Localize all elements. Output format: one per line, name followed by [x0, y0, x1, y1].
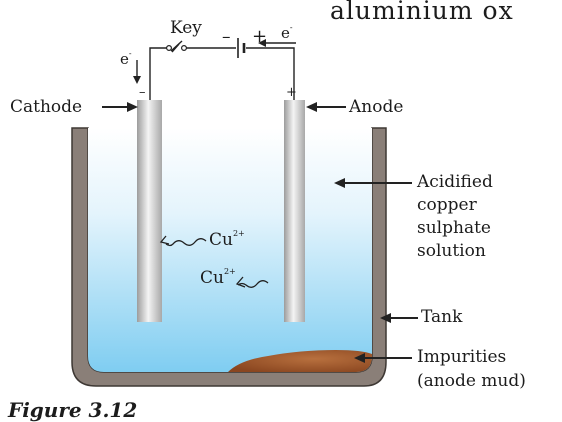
circuit-wire	[149, 43, 295, 100]
impurities-label-line-2: (anode mud)	[417, 371, 526, 391]
cathode-label: Cathode	[10, 97, 83, 117]
copper-sulphate-solution	[88, 128, 372, 372]
key-switch-icon	[170, 40, 183, 52]
electron-arrow-left-icon	[258, 39, 296, 47]
battery-minus-label: –	[222, 27, 231, 47]
impurities-pointer-arrow-icon	[354, 353, 412, 363]
copper-ion-2-charge: 2+	[223, 267, 236, 277]
electron-right-charge: -	[289, 23, 293, 32]
anode-label: Anode	[349, 97, 404, 117]
key-contact-right	[181, 44, 188, 51]
cathode-pointer-arrow-icon	[102, 102, 138, 112]
cathode-sign: –	[139, 85, 146, 100]
electron-left-charge: -	[128, 49, 132, 58]
electron-right-label: e-	[281, 23, 293, 42]
tank-pointer-arrow-icon	[380, 313, 418, 323]
copper-ion-1-charge: 2+	[232, 229, 245, 239]
anode-rod	[284, 100, 305, 322]
copper-ion-1-symbol: Cu	[209, 230, 233, 250]
electron-right-symbol: e	[281, 24, 290, 42]
anode-pointer-arrow-icon	[306, 102, 346, 112]
anode-mud	[228, 350, 372, 372]
copper-ion-label-2: Cu2+	[200, 267, 236, 288]
header-text: aluminium ox	[330, 0, 514, 25]
electron-arrow-down-icon	[133, 60, 141, 84]
electron-left-label: e-	[120, 49, 132, 68]
solution-label-line-4: solution	[417, 241, 486, 261]
solution-pointer-arrow-icon	[334, 178, 412, 188]
solution-label-line-1: Acidified	[417, 172, 493, 192]
copper-ion-label-1: Cu2+	[209, 229, 245, 250]
electrolytic-refining-diagram	[71, 38, 418, 387]
impurities-label-line-1: Impurities	[417, 347, 507, 367]
anode-sign: +	[286, 85, 297, 100]
key-contact-left	[166, 44, 173, 51]
solution-label-line-2: copper	[417, 195, 477, 215]
battery-plus-label: +	[252, 26, 268, 47]
copper-ion-2-symbol: Cu	[200, 268, 224, 288]
electron-left-symbol: e	[120, 50, 129, 68]
ion-migration-arrow-2-icon	[235, 276, 269, 288]
ion-migration-arrow-1-icon	[159, 235, 207, 247]
cathode-rod	[137, 100, 162, 322]
figure-caption: Figure 3.12	[8, 398, 138, 422]
tank-label: Tank	[421, 307, 463, 327]
key-label: Key	[170, 18, 202, 38]
solution-label-line-3: sulphate	[417, 218, 491, 238]
